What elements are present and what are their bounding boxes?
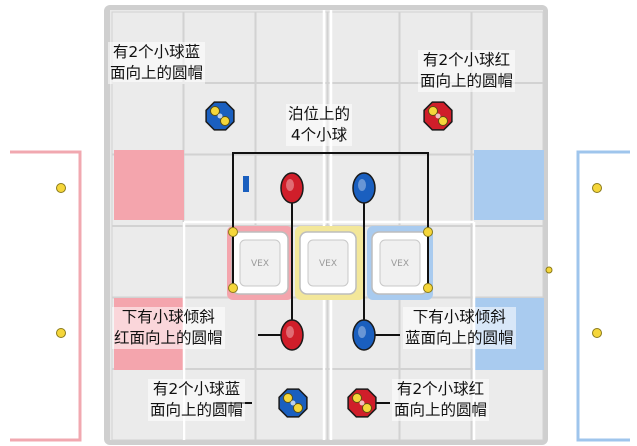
field-tile [471,83,544,155]
label-top-left: 有2个小球蓝 面向上的圆帽 [108,42,206,84]
red-alliance-track [10,150,82,442]
blue-tilted-cap-icon [352,172,376,204]
goal-inner [379,239,421,287]
goal-logo-text: VEX [391,259,409,269]
yellow-ball-icon [592,328,602,338]
label-top-right-line1: 有2个小球红 [422,51,511,69]
yellow-ball-icon [592,183,602,193]
cap-center-dot [435,113,441,119]
field-tile [111,226,184,298]
label-bottom-left-line1: 有2个小球蓝 [152,380,241,398]
yellow-ball-icon [56,328,66,338]
yellow-ball-icon [423,227,433,237]
blue-start-zone-top [474,150,544,220]
label-top-right-line2: 面向上的圆帽 [420,72,514,90]
goal-logo-text: VEX [251,259,269,269]
blue-alliance-track [576,150,630,442]
label-top-right: 有2个小球红 面向上的圆帽 [418,50,516,92]
goals-group: VEX VEX VEX [231,231,429,295]
game-pieces [56,101,602,418]
label-center-line2: 4个小球 [290,126,348,144]
label-top-left-line1: 有2个小球蓝 [112,43,201,61]
marker-blue-mini [243,176,249,192]
field-tile [327,11,400,83]
label-mid-right: 下有小球倾斜 蓝面向上的圆帽 [403,307,516,349]
blue-cap-with-balls-icon [278,388,308,418]
yellow-ball-icon [362,403,372,413]
red-tilted-cap-icon [280,172,304,204]
cap-body [280,319,304,351]
field-tile [399,154,472,226]
blue-tilted-cap-icon [352,319,376,351]
yellow-ball-icon [423,283,433,293]
yellow-ball-icon [352,393,362,403]
label-mid-right-line1: 下有小球倾斜 [412,308,506,326]
goal-logo-text: VEX [319,259,337,269]
cap-body [280,172,304,204]
yellow-ball-icon [438,116,448,126]
field-tile [471,226,544,298]
cap-body [352,319,376,351]
label-center: 泊位上的 4个小球 [286,104,353,146]
cap-highlight [358,326,366,338]
yellow-ball-icon [228,283,238,293]
label-bottom-right-line1: 有2个小球红 [396,380,485,398]
label-bottom-right: 有2个小球红 面向上的圆帽 [392,379,490,421]
yellow-ball-icon [283,393,293,403]
label-bottom-right-line2: 面向上的圆帽 [394,401,488,419]
red-start-zone-top [114,150,184,220]
label-mid-left-line1: 下有小球倾斜 [121,308,215,326]
field-bolt-icon [545,266,553,274]
yellow-ball-icon [293,403,303,413]
label-mid-left: 下有小球倾斜 红面向上的圆帽 [112,307,225,349]
cap-highlight [286,326,294,338]
cap-highlight [286,179,294,191]
yellow-ball-icon [228,227,238,237]
cap-center-dot [359,400,365,406]
field-tile [111,83,184,155]
goal-inner [239,239,281,287]
cap-highlight [358,179,366,191]
callout-line [232,152,429,232]
label-center-line1: 泊位上的 [288,105,351,123]
yellow-ball-icon [428,106,438,116]
blue-cap-with-balls-icon [205,101,235,131]
goal-inner [307,239,349,287]
cap-center-dot [217,113,223,119]
yellow-ball-icon [56,183,66,193]
red-cap-with-balls-icon [347,388,377,418]
label-bottom-left: 有2个小球蓝 面向上的圆帽 [148,379,246,421]
label-mid-left-line2: 红面向上的圆帽 [114,329,223,347]
red-tilted-cap-icon [280,319,304,351]
field-tile [255,11,328,83]
yellow-ball-icon [210,106,220,116]
cap-center-dot [290,400,296,406]
cap-body [352,172,376,204]
label-bottom-left-line2: 面向上的圆帽 [150,401,244,419]
label-top-left-line2: 面向上的圆帽 [110,64,204,82]
red-cap-with-balls-icon [423,101,453,131]
label-mid-right-line2: 蓝面向上的圆帽 [405,329,514,347]
yellow-ball-icon [220,116,230,126]
